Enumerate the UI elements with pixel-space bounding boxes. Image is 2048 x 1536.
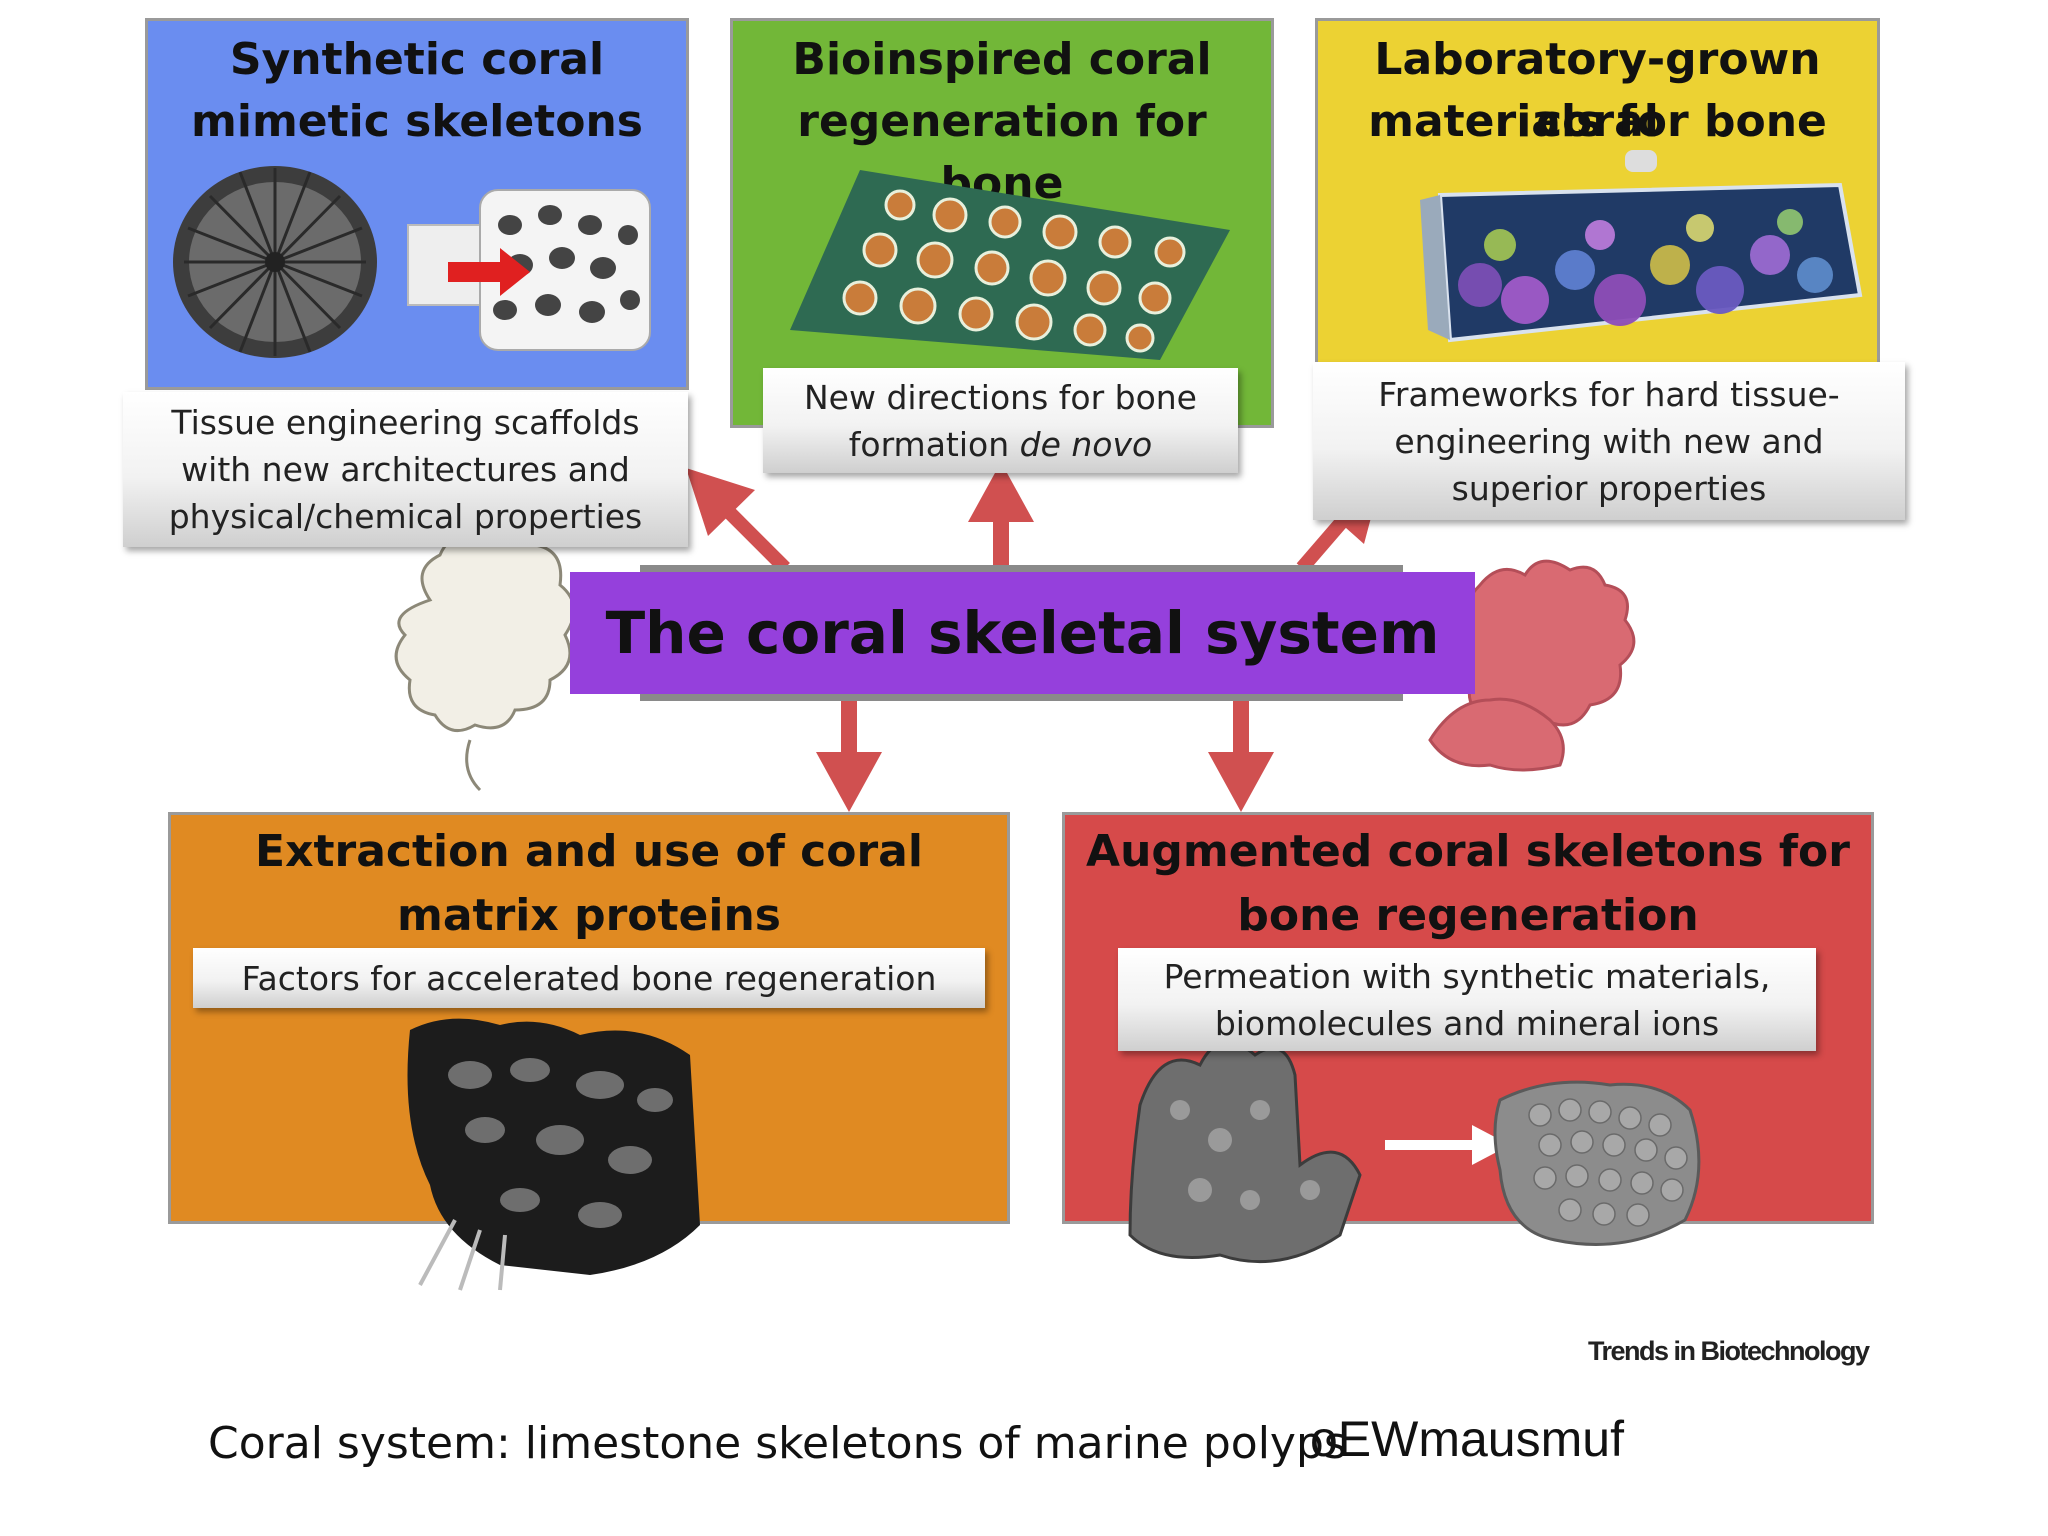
caption-synthetic: Tissue engineering scaffolds with new ar…: [123, 392, 688, 547]
white-coral-image: [394, 529, 576, 792]
polyp-field-image: [790, 170, 1230, 360]
scaffold-image: [407, 189, 651, 351]
caption-extraction-line-1: Factors for accelerated bone regeneratio…: [241, 958, 937, 998]
caption-bioinspired-italic: de novo: [1019, 424, 1153, 464]
footer-code: oEWmausmuf: [1310, 1411, 1624, 1467]
caption-synthetic-line-2: with new architectures and: [181, 450, 630, 489]
panel-bioinspired-title-1: Bioinspired coral: [792, 34, 1212, 85]
panel-augmented-title-2: bone regeneration: [1237, 890, 1699, 941]
caption-bioinspired-line-1: New directions for bone: [804, 377, 1197, 417]
caption-synthetic-line-1: Tissue engineering scaffolds: [171, 403, 640, 442]
panel-lab-grown-title-2: materials for bone: [1368, 96, 1827, 147]
panel-synthetic-title-2: mimetic skeletons: [191, 96, 643, 147]
panel-augmented-title-1: Augmented coral skeletons for: [1086, 826, 1850, 877]
caption-lab-grown: Frameworks for hard tissue- engineering …: [1313, 362, 1905, 520]
footer-caption: Coral system: limestone skeletons of mar…: [208, 1418, 1347, 1469]
coral-sem-image: [407, 1018, 700, 1291]
panel-lab-grown-title-1: Laboratory-grown coral: [1374, 34, 1821, 147]
pink-coral-image: [1428, 559, 1636, 772]
caption-bioinspired-line-2: formation de novo: [848, 424, 1153, 464]
caption-lab-grown-line-3: superior properties: [1451, 468, 1767, 508]
panel-synthetic-title-1: Synthetic coral: [229, 34, 605, 85]
panel-extraction-title-1: Extraction and use of coral: [255, 826, 923, 877]
caption-lab-grown-line-1: Frameworks for hard tissue-: [1378, 374, 1840, 414]
augmented-coral-image: [1128, 1040, 1701, 1264]
caption-augmented-line-1: Permeation with synthetic materials,: [1163, 956, 1771, 996]
caption-bioinspired: New directions for bone formation de nov…: [763, 368, 1238, 473]
journal-credit: Trends in Biotechnology: [1588, 1336, 1870, 1366]
caption-synthetic-line-3: physical/chemical properties: [168, 497, 643, 536]
caption-extraction: Factors for accelerated bone regeneratio…: [193, 948, 985, 1008]
caption-augmented-line-2: biomolecules and mineral ions: [1214, 1003, 1720, 1043]
caption-lab-grown-line-2: engineering with new and: [1394, 421, 1824, 461]
aquarium-image: [1420, 150, 1863, 343]
caption-augmented: Permeation with synthetic materials, bio…: [1118, 948, 1816, 1051]
disc-coral-image: [173, 166, 377, 358]
panel-extraction-title-2: matrix proteins: [397, 890, 781, 941]
center-title: The coral skeletal system: [570, 572, 1475, 694]
